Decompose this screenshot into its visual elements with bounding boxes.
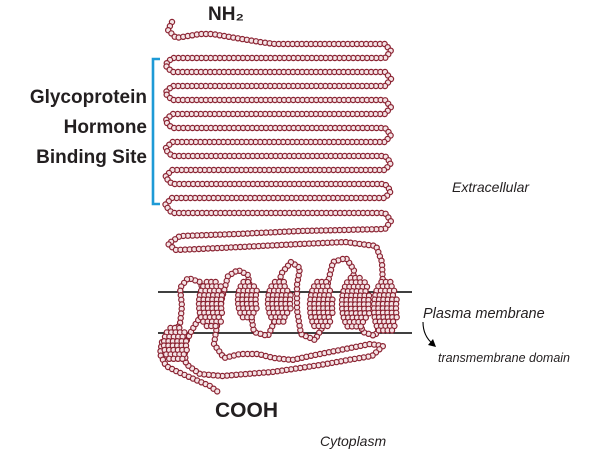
binding-site-label-line2: Hormone — [64, 117, 147, 138]
helix-bead — [388, 327, 396, 334]
helix-bead — [253, 305, 260, 312]
helix-bead — [212, 322, 219, 330]
binding-site-bracket — [151, 57, 160, 206]
cytoplasm-label: Cytoplasm — [320, 433, 386, 449]
amino-acid-bead — [213, 388, 221, 395]
helix-bead — [357, 323, 364, 330]
helix-bead — [179, 355, 186, 362]
transmembrane-domain-label: transmembrane domain — [438, 351, 570, 365]
extracellular-label: Extracellular — [452, 179, 530, 195]
plasma-membrane-label: Plasma membrane — [423, 306, 545, 322]
helix-bead — [362, 314, 369, 321]
helix-bead — [248, 314, 255, 321]
helix-bead — [287, 305, 294, 312]
helix-bead — [324, 322, 331, 330]
c-terminus-label: COOH — [215, 399, 278, 422]
binding-site-label-line3: Binding Site — [36, 147, 147, 168]
binding-site-label-line1: Glycoprotein — [30, 87, 147, 108]
helix-bead — [217, 318, 224, 325]
helix-bead — [183, 346, 190, 354]
transmembrane-arrow — [422, 321, 434, 345]
helix-bead — [280, 318, 287, 325]
helix-bead — [393, 314, 400, 321]
n-terminus-label: NH₂ — [208, 4, 244, 25]
helix-bead — [329, 309, 336, 316]
transmembrane-arrowhead — [428, 339, 436, 347]
amino-acid-chain — [157, 18, 400, 395]
helix-bead — [218, 309, 226, 316]
